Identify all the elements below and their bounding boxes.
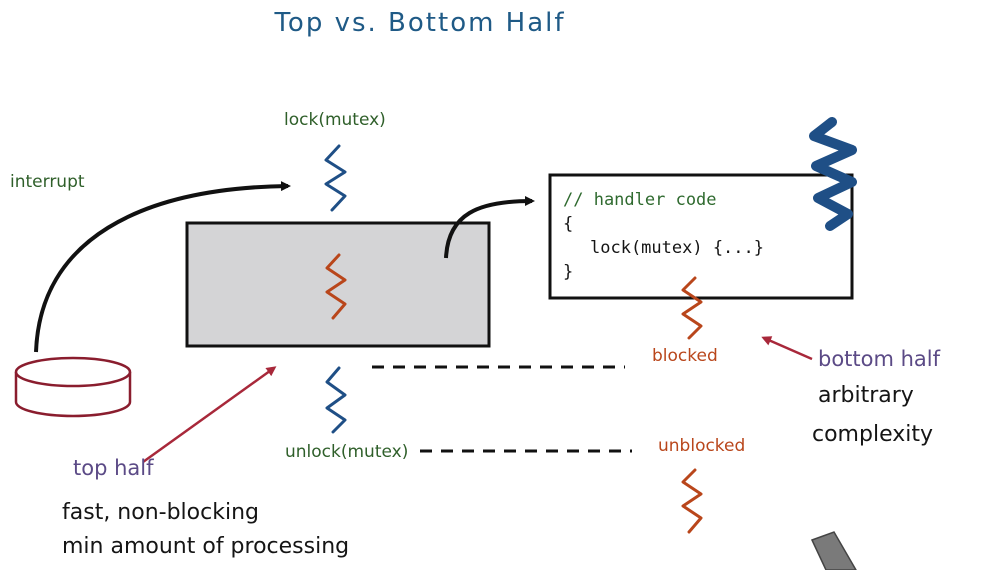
bottom-half-desc-1: arbitrary: [818, 383, 914, 408]
handler-code-close-brace: }: [563, 262, 574, 282]
bottom-half-label: bottom half: [818, 347, 941, 371]
thread-squiggle-orange-blocked: [681, 276, 703, 340]
handler-code-body: lock(mutex) {...}: [590, 238, 764, 258]
blocked-label: blocked: [652, 346, 718, 366]
thread-squiggle-orange-unblocked: [681, 468, 703, 534]
handler-code-comment: // handler code: [563, 190, 717, 210]
device-cylinder-icon: [14, 356, 132, 418]
page-title: Top vs. Bottom Half: [274, 8, 566, 38]
top-half-desc-2: min amount of processing: [62, 534, 350, 559]
bottom-half-desc-2: complexity: [812, 422, 933, 447]
top-half-label: top half: [73, 456, 154, 480]
top-half-desc-1: fast, non-blocking: [62, 500, 259, 525]
bottom-half-pointer-arrow: [761, 336, 813, 361]
interrupt-label: interrupt: [10, 172, 85, 192]
top-half-pointer-arrow: [142, 366, 277, 464]
handler-code-box: [548, 173, 854, 300]
lock-mutex-label: lock(mutex): [284, 110, 386, 130]
thread-squiggle-blue-top: [324, 144, 347, 212]
thread-squiggle-orange-center: [325, 253, 347, 320]
interrupt-arrow: [34, 181, 291, 353]
handler-arrow: [444, 196, 535, 259]
unblocked-label: unblocked: [658, 436, 746, 456]
unlock-mutex-label: unlock(mutex): [285, 442, 409, 462]
pen-cursor-icon: [810, 531, 857, 570]
thread-squiggle-blue-bottom: [325, 366, 347, 434]
thread-squiggle-blue-handler: [809, 117, 857, 231]
handler-code-open-brace: {: [563, 214, 574, 234]
